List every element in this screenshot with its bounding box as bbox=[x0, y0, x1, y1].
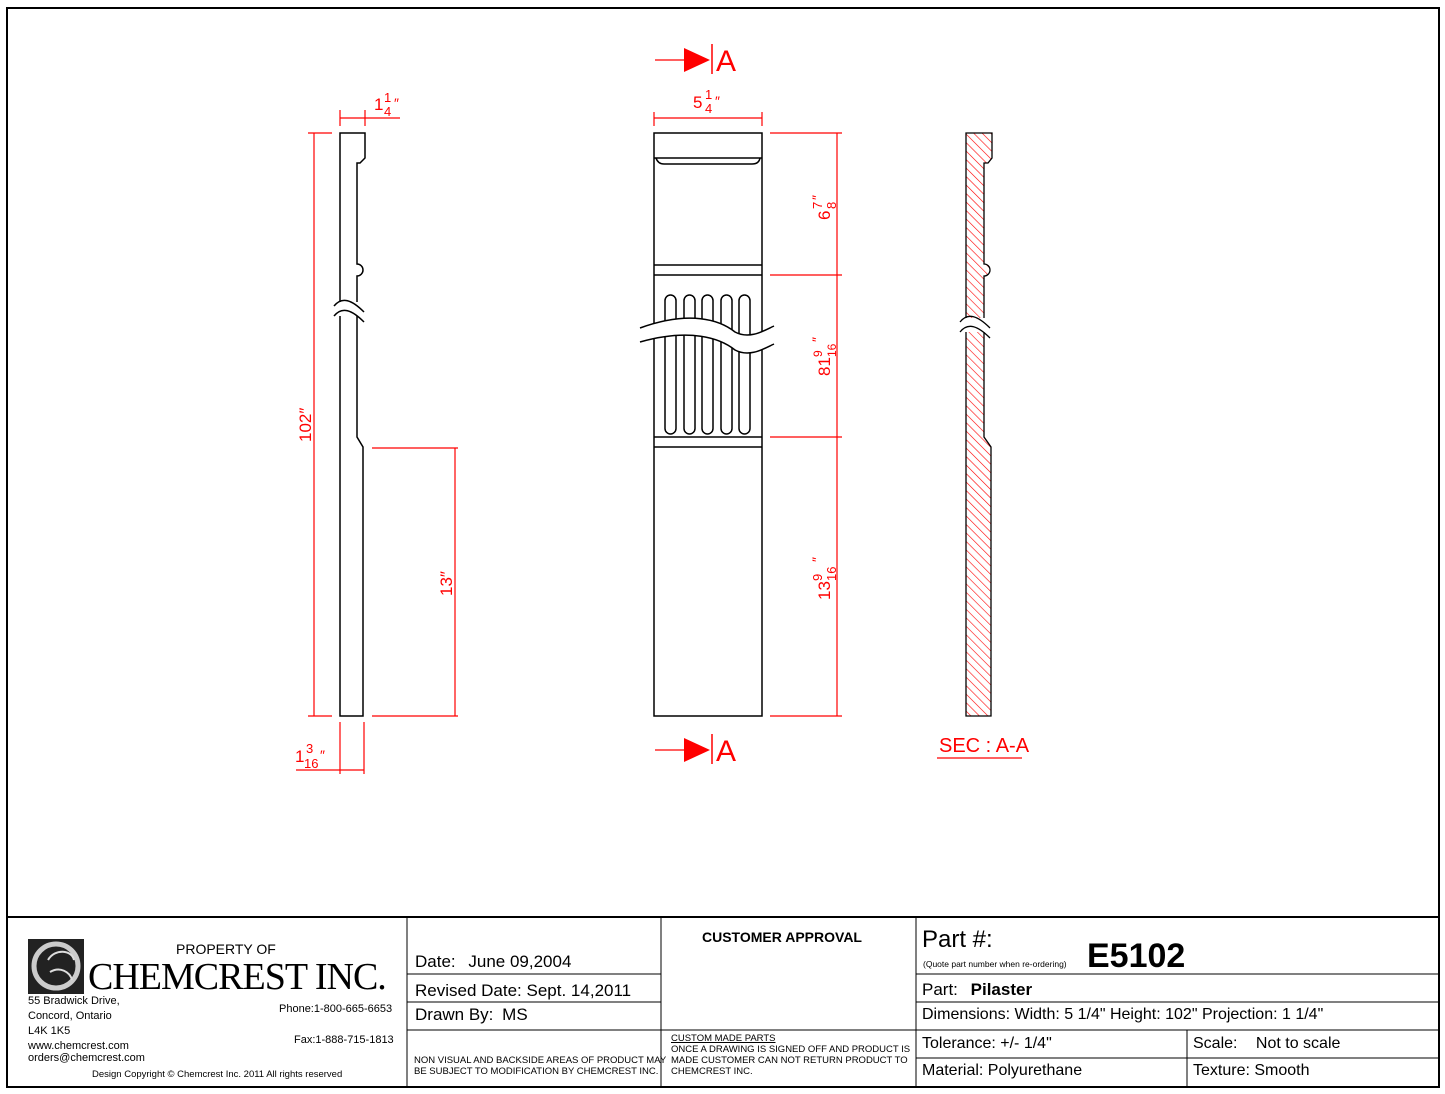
svg-text:″: ″ bbox=[809, 557, 825, 562]
address-line-2: Concord, Ontario bbox=[28, 1010, 112, 1022]
date-field: Date: June 09,2004 bbox=[415, 952, 571, 972]
revised-date-field: Revised Date: Sept. 14,2011 bbox=[415, 981, 631, 1001]
svg-text:16: 16 bbox=[304, 756, 318, 771]
svg-text:1: 1 bbox=[374, 95, 383, 114]
svg-text:8: 8 bbox=[824, 202, 839, 209]
part-number-hint: (Quote part number when re-ordering) bbox=[923, 959, 1067, 969]
address-line-3: L4K 1K5 bbox=[28, 1025, 71, 1037]
nonvisual-note-1: NON VISUAL AND BACKSIDE AREAS OF PRODUCT… bbox=[414, 1055, 667, 1066]
date-value: June 09,2004 bbox=[468, 952, 572, 971]
svg-text:13: 13 bbox=[815, 581, 834, 600]
part-label: Part: bbox=[922, 980, 958, 999]
fax: Fax:1-888-715-1813 bbox=[294, 1034, 394, 1046]
custom-parts-title: CUSTOM MADE PARTS bbox=[671, 1033, 776, 1044]
svg-text:″: ″ bbox=[715, 93, 720, 109]
revised-date-label: Revised Date: bbox=[415, 981, 522, 1000]
svg-text:9: 9 bbox=[811, 350, 825, 357]
svg-text:3: 3 bbox=[306, 741, 313, 756]
section-view bbox=[958, 132, 998, 717]
page-border bbox=[6, 7, 1440, 1088]
flutes bbox=[664, 294, 751, 435]
svg-text:″: ″ bbox=[809, 337, 825, 342]
svg-text:″: ″ bbox=[394, 95, 399, 111]
drawn-by-label: Drawn By: bbox=[415, 1005, 494, 1024]
custom-parts-note-2: MADE CUSTOMER CAN NOT RETURN PRODUCT TO bbox=[671, 1055, 908, 1066]
texture: Texture: Smooth bbox=[1193, 1062, 1310, 1079]
drawn-by-field: Drawn By: MS bbox=[415, 1005, 528, 1025]
phone: Phone:1-800-665-6653 bbox=[279, 1003, 393, 1015]
dim-side-height-total: 102″ bbox=[296, 408, 315, 442]
dim-side-base-height: 13″ bbox=[437, 571, 456, 596]
side-view-dimensions bbox=[296, 110, 458, 774]
date-label: Date: bbox=[415, 952, 456, 971]
svg-text:6: 6 bbox=[815, 211, 834, 220]
company-logo bbox=[28, 939, 84, 994]
custom-parts-note-3: CHEMCREST INC. bbox=[671, 1066, 753, 1077]
dim-front-base: 13 9 16 ″ bbox=[809, 557, 839, 600]
svg-text:81: 81 bbox=[815, 357, 834, 376]
address-line-1: 55 Bradwick Drive, bbox=[28, 995, 120, 1007]
svg-text:1: 1 bbox=[295, 747, 304, 766]
section-title: SEC : A-A bbox=[939, 735, 1030, 757]
part-value: Pilaster bbox=[970, 980, 1033, 999]
dim-side-projection-top: 1 1 4 ″ bbox=[374, 90, 399, 119]
svg-text:″: ″ bbox=[320, 747, 325, 763]
svg-text:″: ″ bbox=[809, 195, 825, 200]
side-view bbox=[332, 132, 372, 717]
section-marker-top: A bbox=[655, 44, 736, 78]
svg-text:A: A bbox=[716, 45, 736, 78]
part-number: E5102 bbox=[1087, 937, 1186, 975]
dim-side-projection-bottom: 1 3 16 ″ bbox=[295, 741, 325, 771]
svg-text:16: 16 bbox=[825, 343, 839, 357]
part-number-label: Part #: bbox=[922, 926, 993, 953]
dim-front-capital: 6 7 8 ″ bbox=[809, 195, 839, 220]
section-marker-bottom: A bbox=[655, 734, 736, 768]
scale-value: Not to scale bbox=[1255, 1035, 1341, 1052]
email-link[interactable]: orders@chemcrest.com bbox=[28, 1052, 145, 1064]
customer-approval-heading: CUSTOMER APPROVAL bbox=[702, 929, 862, 945]
dim-front-width: 5 1 4 ″ bbox=[693, 87, 720, 116]
property-of-label: PROPERTY OF bbox=[176, 941, 276, 957]
svg-text:16: 16 bbox=[824, 567, 839, 581]
material: Material: Polyurethane bbox=[922, 1062, 1083, 1079]
front-view bbox=[639, 132, 775, 717]
custom-parts-note-1: ONCE A DRAWING IS SIGNED OFF AND PRODUCT… bbox=[671, 1044, 911, 1055]
front-view-dimensions bbox=[653, 112, 842, 717]
revised-date-value: Sept. 14,2011 bbox=[526, 981, 632, 1000]
scale-field: Scale: Not to scale bbox=[1193, 1035, 1340, 1053]
svg-text:1: 1 bbox=[705, 87, 712, 102]
svg-text:4: 4 bbox=[384, 104, 391, 119]
nonvisual-note-2: BE SUBJECT TO MODIFICATION BY CHEMCREST … bbox=[414, 1066, 659, 1077]
svg-text:1: 1 bbox=[384, 90, 391, 105]
title-block-grid bbox=[7, 916, 1439, 1087]
svg-text:9: 9 bbox=[810, 574, 825, 581]
dimensions: Dimensions: Width: 5 1/4" Height: 102" P… bbox=[922, 1006, 1324, 1023]
svg-text:7: 7 bbox=[810, 202, 825, 209]
scale-label: Scale: bbox=[1193, 1035, 1238, 1052]
copyright: Design Copyright © Chemcrest Inc. 2011 A… bbox=[92, 1069, 343, 1080]
svg-text:5: 5 bbox=[693, 93, 702, 112]
dim-front-shaft: 81 9 16 ″ bbox=[809, 337, 839, 376]
svg-text:4: 4 bbox=[705, 101, 712, 116]
company-name: CHEMCREST INC. bbox=[88, 956, 387, 998]
svg-text:A: A bbox=[716, 735, 736, 768]
tolerance: Tolerance: +/- 1/4" bbox=[922, 1035, 1052, 1052]
drawn-by-value: MS bbox=[502, 1005, 528, 1024]
part-field: Part: Pilaster bbox=[922, 980, 1032, 1000]
website-link[interactable]: www.chemcrest.com bbox=[28, 1040, 129, 1052]
